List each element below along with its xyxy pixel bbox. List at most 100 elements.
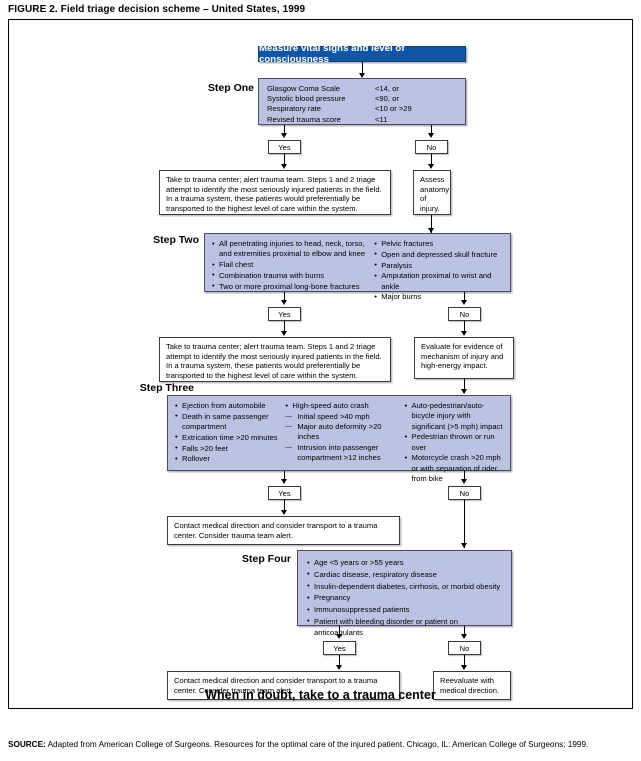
step-four-columns: Age <5 years or >55 years Cardiac diseas… bbox=[298, 551, 511, 645]
connector-step-three-no bbox=[464, 471, 465, 481]
arrowhead-step-two-yes bbox=[280, 300, 287, 305]
list-item: Pregnancy bbox=[307, 592, 502, 604]
step-three-middle-subitems: Initial speed >40 mph Major auto deformi… bbox=[285, 412, 404, 463]
step-one-no-label: No bbox=[426, 142, 437, 152]
arrowhead-step-two-no-outcome bbox=[460, 331, 467, 336]
step-one-label: Step One bbox=[207, 82, 254, 94]
connector-step-one-no bbox=[431, 125, 432, 135]
list-item: Amputation proximal to wrist and ankle bbox=[374, 271, 503, 292]
bottom-banner: When in doubt, take to a trauma center bbox=[205, 688, 436, 702]
list-item: Death in same passenger compartment bbox=[175, 411, 285, 433]
criteria-name: Glasgow Coma Scale bbox=[267, 84, 341, 93]
step-four-yes-box: Yes bbox=[323, 641, 356, 655]
criteria-row: Revised trauma score <11 bbox=[267, 115, 457, 125]
connector-assess-anatomy-to-step-two bbox=[431, 215, 432, 233]
list-item: Auto-pedestrian/auto-bicycle injury with… bbox=[405, 401, 504, 432]
source-note: SOURCE: Adapted from American College of… bbox=[8, 740, 636, 750]
step-two-no-outcome-text: Evaluate for evidence of mechanism of in… bbox=[421, 342, 504, 371]
figure-frame: Measure vital signs and level of conscio… bbox=[8, 19, 633, 709]
figure-title: FIGURE 2. Field triage decision scheme –… bbox=[8, 4, 306, 15]
source-label: SOURCE: bbox=[8, 740, 46, 749]
step-one-yes-label: Yes bbox=[278, 142, 291, 152]
list-item: Age <5 years or >55 years bbox=[307, 556, 502, 568]
step-three-yes-outcome-box: Contact medical direction and consider t… bbox=[167, 516, 400, 545]
connector-step-two-no bbox=[464, 292, 465, 302]
step-three-columns: Ejection from automobile Death in same p… bbox=[168, 396, 510, 490]
step-one-criteria-list: Glasgow Coma Scale <14, or Systolic bloo… bbox=[259, 79, 465, 130]
list-item: All penetrating injuries to head, neck, … bbox=[212, 239, 374, 260]
list-item: Pedestrian thrown or run over bbox=[405, 432, 504, 453]
criteria-row: Respiratory rate <10 or >29 bbox=[267, 104, 457, 114]
connector-step-one-yes bbox=[284, 125, 285, 135]
step-two-left-column: All penetrating injuries to head, neck, … bbox=[212, 239, 374, 303]
list-item: Open and depressed skull fracture bbox=[374, 249, 503, 260]
step-three-label: Step Three bbox=[139, 382, 194, 394]
step-two-right-column: Pelvic fractures Open and depressed skul… bbox=[374, 238, 503, 303]
list-item: Cardiac disease, respiratory disease bbox=[307, 568, 502, 580]
list-item: Combination trauma with burns bbox=[212, 270, 374, 281]
arrowhead-step-three-no-to-step-four bbox=[460, 543, 467, 548]
list-subitem: Initial speed >40 mph bbox=[285, 412, 404, 423]
arrowhead-header-to-step-one bbox=[358, 73, 365, 78]
step-two-yes-outcome-box: Take to trauma center; alert trauma team… bbox=[159, 337, 391, 382]
arrowhead-step-four-yes bbox=[335, 634, 342, 639]
list-item: Patient with bleeding disorder or patien… bbox=[307, 615, 502, 639]
criteria-row: Glasgow Coma Scale <14, or bbox=[267, 84, 457, 94]
list-item: Rollover bbox=[175, 454, 285, 465]
arrowhead-step-one-yes-outcome bbox=[280, 164, 287, 169]
step-four-no-label: No bbox=[459, 643, 470, 653]
step-three-middle-column: High-speed auto crash Initial speed >40 … bbox=[285, 400, 404, 485]
connector-step-two-yes bbox=[284, 292, 285, 302]
step-two-yes-outcome-text: Take to trauma center; alert trauma team… bbox=[166, 342, 382, 380]
connector-step-three-yes bbox=[284, 471, 285, 481]
criteria-value: <90, or bbox=[375, 94, 399, 104]
criteria-name: Revised trauma score bbox=[267, 114, 341, 124]
step-one-yes-outcome-box: Take to trauma center; alert trauma team… bbox=[159, 170, 391, 215]
arrowhead-step-four-no bbox=[460, 634, 467, 639]
arrowhead-step-four-no-outcome bbox=[460, 665, 467, 670]
criteria-name: Respiratory rate bbox=[267, 104, 322, 114]
arrowhead-step-two-yes-outcome bbox=[280, 331, 287, 336]
connector-step-three-yes-to-outcome bbox=[284, 500, 285, 512]
step-one-no-box: No bbox=[415, 140, 448, 154]
list-item: Two or more proximal long-bone fractures bbox=[212, 281, 374, 292]
arrowhead-step-three-yes-outcome bbox=[280, 510, 287, 515]
step-two-yes-label: Yes bbox=[278, 309, 291, 319]
step-four-no-outcome-text: Reevaluate with medical direction. bbox=[440, 676, 500, 695]
list-item: High-speed auto crash bbox=[285, 400, 404, 411]
step-four-yes-outcome-text: Contact medical direction and consider t… bbox=[174, 676, 378, 695]
step-two-no-outcome-box: Evaluate for evidence of mechanism of in… bbox=[414, 337, 514, 379]
step-four-yes-outcome-box: Contact medical direction and consider t… bbox=[167, 671, 400, 700]
step-three-no-box: No bbox=[448, 486, 481, 500]
step-three-no-label: No bbox=[459, 488, 470, 498]
connector-step-two-yes-to-outcome bbox=[284, 321, 285, 333]
list-item: Ejection from automobile bbox=[175, 400, 285, 411]
arrowhead-step-three-no bbox=[460, 479, 467, 484]
list-item: Insulin-dependent diabetes, cirrhosis, o… bbox=[307, 580, 502, 592]
list-item: Falls >20 feet bbox=[175, 443, 285, 454]
step-three-yes-label: Yes bbox=[278, 488, 291, 498]
criteria-value: <10 or >29 bbox=[375, 104, 412, 114]
list-item: Extrication time >20 minutes bbox=[175, 432, 285, 443]
arrowhead-step-one-yes bbox=[280, 133, 287, 138]
step-four-no-box: No bbox=[448, 641, 481, 655]
connector-step-four-no bbox=[464, 626, 465, 636]
list-item: Paralysis bbox=[374, 260, 503, 271]
arrowhead-evaluate-to-step-three bbox=[460, 389, 467, 394]
arrowhead-step-one-no-outcome bbox=[427, 164, 434, 169]
step-one-criteria-box: Glasgow Coma Scale <14, or Systolic bloo… bbox=[258, 78, 466, 125]
source-text: Adapted from American College of Surgeon… bbox=[45, 740, 589, 749]
connector-step-one-no-to-outcome bbox=[431, 154, 432, 166]
step-two-columns: All penetrating injuries to head, neck, … bbox=[205, 234, 510, 308]
step-four-yes-label: Yes bbox=[333, 643, 346, 653]
step-three-left-column: Ejection from automobile Death in same p… bbox=[175, 400, 285, 485]
connector-evaluate-to-step-three bbox=[464, 379, 465, 393]
connector-step-three-no-to-step-four bbox=[464, 500, 465, 548]
step-four-item-column: Age <5 years or >55 years Cardiac diseas… bbox=[307, 556, 502, 639]
arrowhead-step-two-no bbox=[460, 300, 467, 305]
step-one-yes-outcome-text: Take to trauma center; alert trauma team… bbox=[166, 175, 382, 213]
step-four-no-outcome-box: Reevaluate with medical direction. bbox=[433, 671, 511, 700]
step-one-yes-box: Yes bbox=[268, 140, 301, 154]
list-subitem: Intrusion into passenger compartment >12… bbox=[285, 443, 404, 464]
step-two-criteria-box: All penetrating injuries to head, neck, … bbox=[204, 233, 511, 303]
